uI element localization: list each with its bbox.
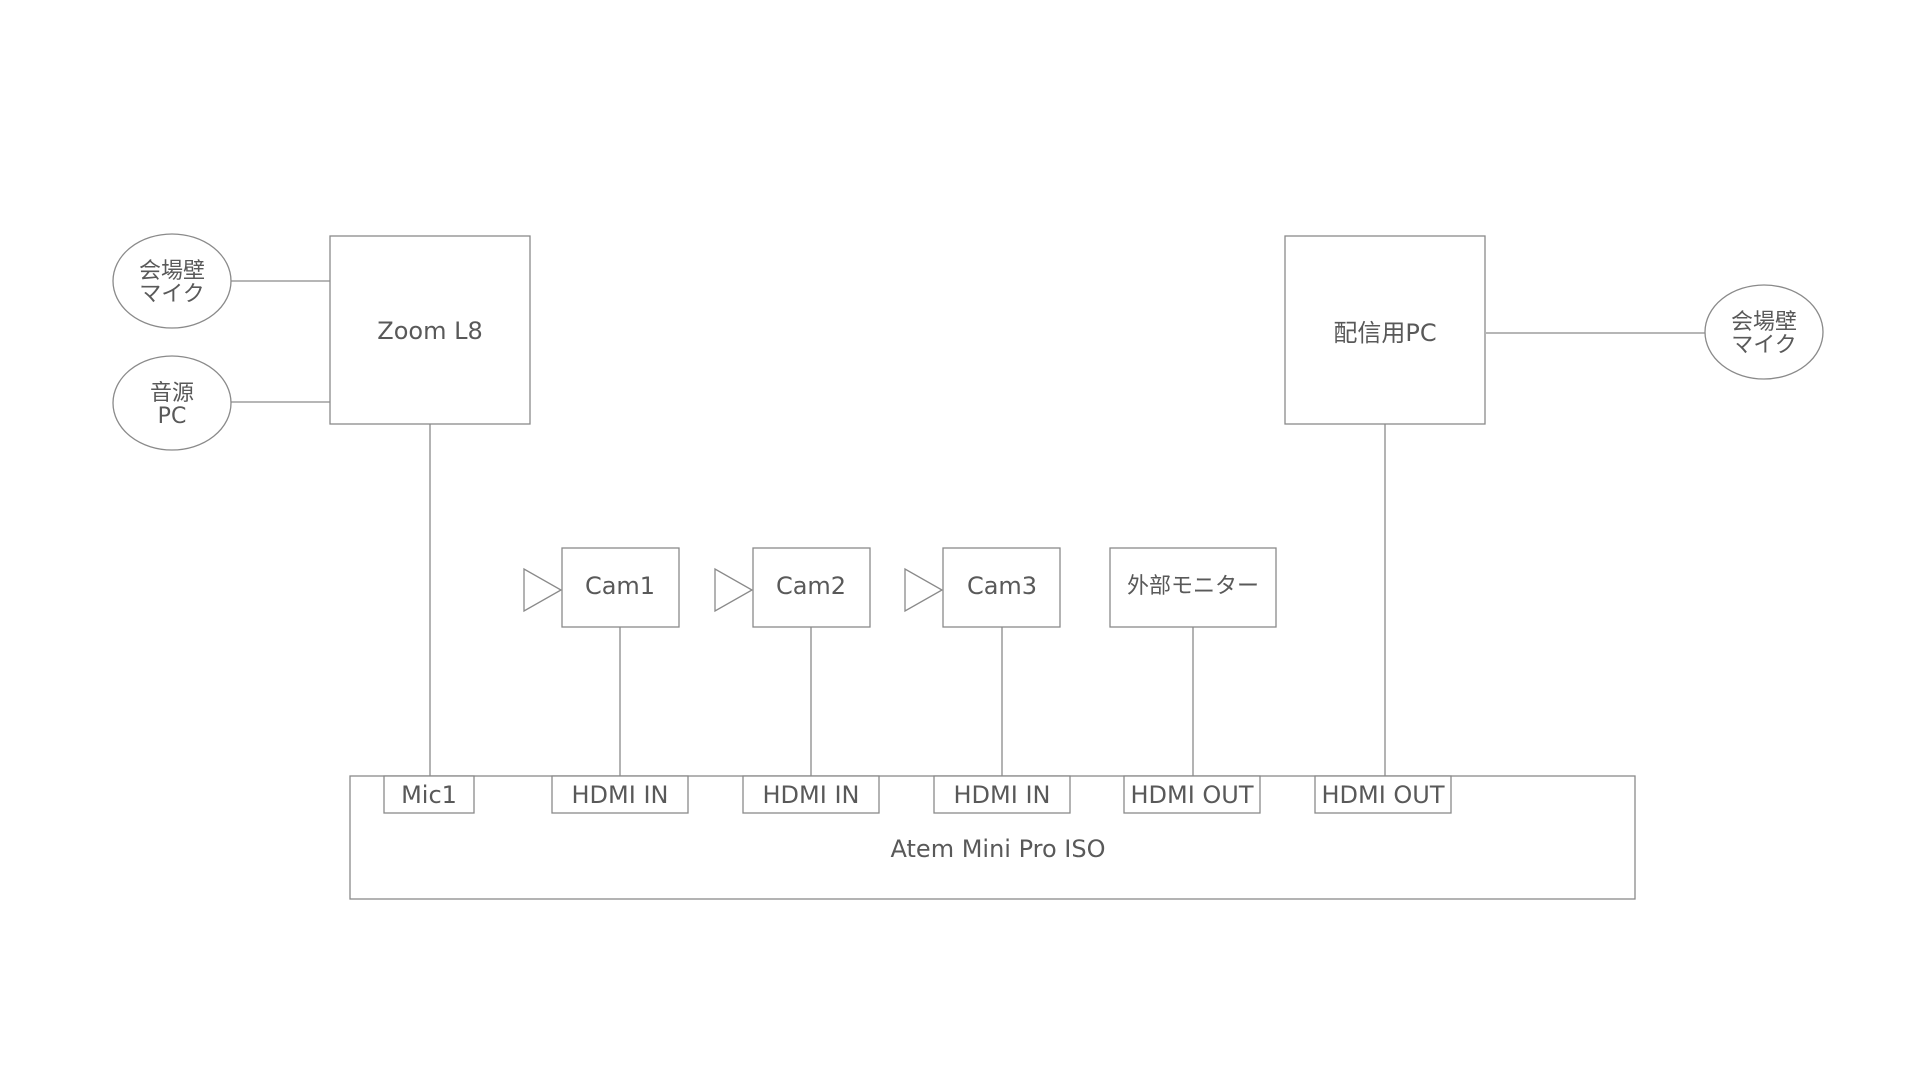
port-hdmi-in-1-label: HDMI IN — [572, 781, 669, 809]
port-hdmi-out-1: HDMI OUT — [1123, 775, 1261, 814]
venue-mic-left-label-line1: 会場壁 — [139, 259, 205, 284]
venue-mic-right-label-line1: 会場壁 — [1731, 310, 1797, 335]
zoom-mixer-node: Zoom L8 — [329, 235, 531, 425]
venue-mic-left-node: 会場壁 マイク — [112, 233, 232, 329]
external-monitor-node: 外部モニター — [1109, 547, 1277, 628]
port-hdmi-in-2-label: HDMI IN — [763, 781, 860, 809]
cam3-node: Cam3 — [904, 547, 1061, 628]
port-mic1-label: Mic1 — [401, 781, 457, 809]
port-hdmi-in-3-label: HDMI IN — [954, 781, 1051, 809]
venue-mic-right-label-line2: マイク — [1731, 333, 1797, 358]
streaming-pc-label: 配信用PC — [1333, 319, 1436, 347]
audio-source-pc-label-line2: PC — [158, 404, 187, 429]
port-mic1: Mic1 — [383, 775, 475, 814]
cam2-label: Cam2 — [776, 572, 846, 600]
zoom-mixer-label: Zoom L8 — [377, 317, 482, 345]
venue-mic-left-label-line2: マイク — [139, 282, 205, 307]
external-monitor-label: 外部モニター — [1127, 574, 1259, 599]
cam2-node: Cam2 — [714, 547, 871, 628]
port-hdmi-out-2-label: HDMI OUT — [1321, 781, 1444, 809]
port-hdmi-out-2: HDMI OUT — [1314, 775, 1452, 814]
cam1-label: Cam1 — [585, 572, 655, 600]
streaming-pc-node: 配信用PC — [1284, 235, 1486, 425]
audio-source-pc-node: 音源 PC — [112, 355, 232, 451]
venue-mic-right-node: 会場壁 マイク — [1704, 284, 1824, 380]
atem-switcher-label: Atem Mini Pro ISO — [891, 835, 1106, 863]
camera-triangle-icon — [523, 567, 563, 613]
audio-source-pc-label-line1: 音源 — [150, 381, 194, 406]
cam1-node: Cam1 — [523, 547, 680, 628]
camera-triangle-icon — [714, 567, 754, 613]
port-hdmi-in-1: HDMI IN — [551, 775, 689, 814]
port-hdmi-out-1-label: HDMI OUT — [1130, 781, 1253, 809]
port-hdmi-in-3: HDMI IN — [933, 775, 1071, 814]
port-hdmi-in-2: HDMI IN — [742, 775, 880, 814]
camera-triangle-icon — [904, 567, 944, 613]
cam3-label: Cam3 — [967, 572, 1037, 600]
